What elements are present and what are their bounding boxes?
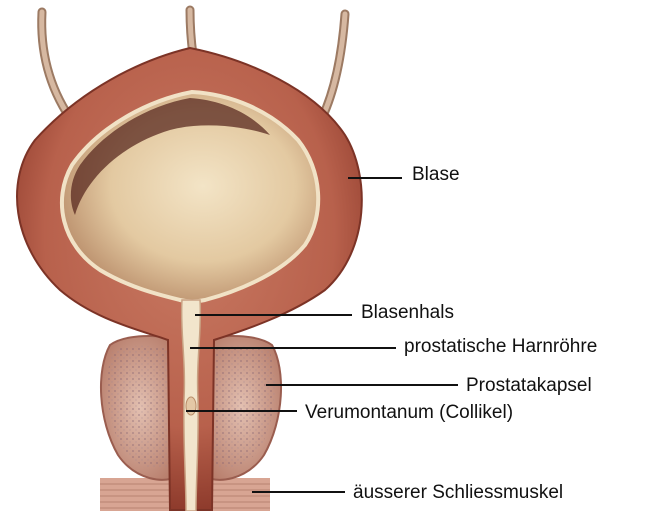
label-prostatakapsel: Prostatakapsel (466, 376, 592, 395)
ureter-right (322, 14, 345, 118)
ureter-left (42, 12, 70, 118)
label-blase: Blase (412, 165, 460, 184)
label-prostatische-harnroehre: prostatische Harnröhre (404, 337, 597, 356)
label-verumontanum: Verumontanum (Collikel) (305, 403, 513, 422)
label-blasenhals: Blasenhals (361, 303, 454, 322)
label-schliessmuskel: äusserer Schliessmuskel (353, 483, 563, 502)
